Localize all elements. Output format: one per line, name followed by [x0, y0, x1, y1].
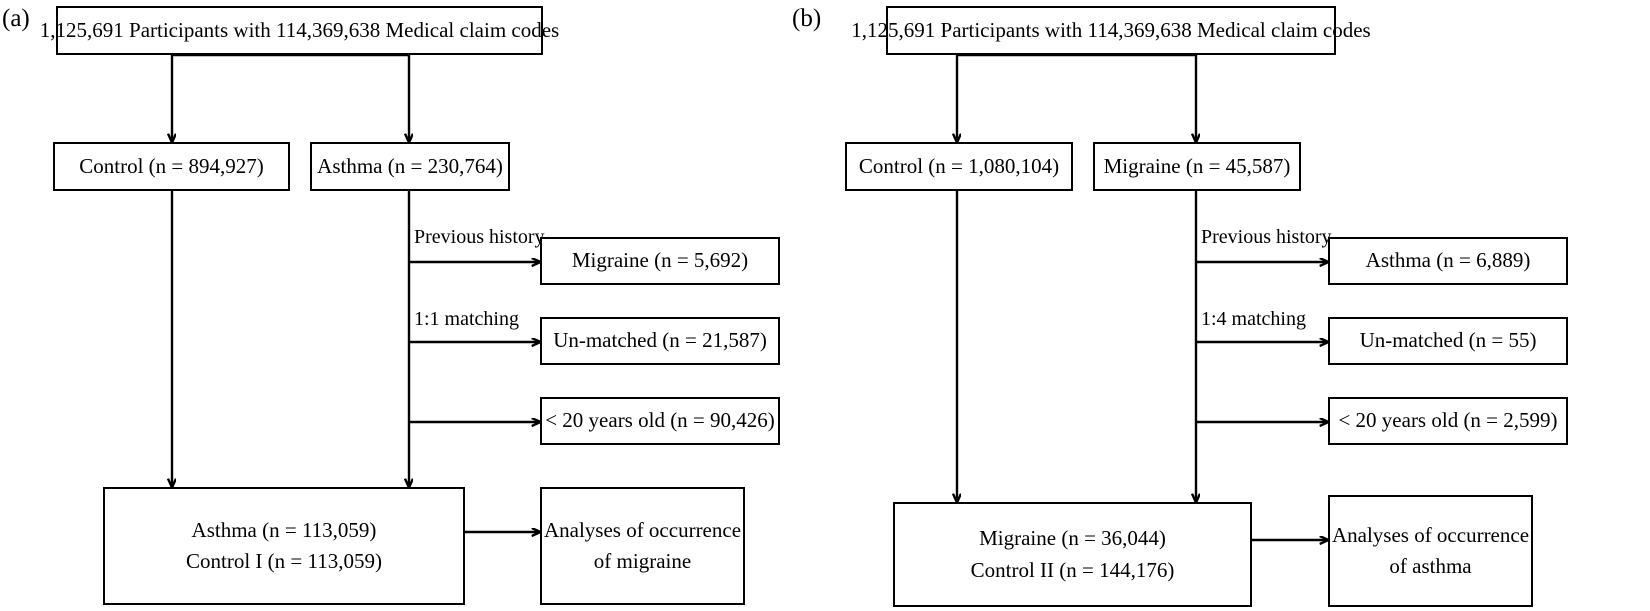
panel-b-edge-label-matching: 1:4 matching — [1201, 308, 1306, 330]
panel-a-analysis-box: Analyses of occurrence of migraine — [540, 487, 745, 605]
panel-b-analysis-line-2: of asthma — [1389, 554, 1472, 578]
panel-a-exclusion-box-3: < 20 years old (n = 90,426) — [540, 397, 780, 445]
panel-a-exclusion-box-1: Migraine (n = 5,692) — [540, 237, 780, 285]
panel-b-edge-label-previous-history: Previous history — [1201, 226, 1332, 248]
panel-b-exclusion-box-2: Un-matched (n = 55) — [1328, 317, 1568, 365]
panel-b-control-text: Control (n = 1,080,104) — [858, 153, 1060, 178]
panel-a-control-text: Control (n = 894,927) — [79, 153, 264, 178]
panel-a-exclusion-box-2: Un-matched (n = 21,587) — [540, 317, 780, 365]
panel-a-final-cohort-line-2: Control I (n = 113,059) — [186, 549, 382, 573]
panel-b-final-cohort-line-2: Control II (n = 144,176) — [970, 557, 1175, 582]
panel-b-analysis-box: Analyses of occurrence of asthma — [1328, 495, 1533, 607]
panel-a-exclusion-text-1: Migraine (n = 5,692) — [571, 248, 749, 273]
panel-b-analysis-line-1: Analyses of occurrence — [1331, 522, 1530, 547]
panel-b-exclusion-text-2: Un-matched (n = 55) — [1359, 328, 1537, 353]
panel-b-source-text: 1,125,691 Participants with 114,369,638 … — [851, 17, 1371, 42]
panel-a-final-cohort-box: Asthma (n = 113,059) Control I (n = 113,… — [103, 487, 465, 605]
panel-a-exclusion-text-2: Un-matched (n = 21,587) — [553, 328, 767, 353]
panel-b-exclusion-text-3: < 20 years old (n = 2,599) — [1338, 408, 1558, 433]
panel-b-final-cohort-line-1: Migraine (n = 36,044) — [979, 526, 1166, 550]
panel-b-exposed-box: Migraine (n = 45,587) — [1093, 142, 1301, 191]
panel-a-source-text: 1,125,691 Participants with 114,369,638 … — [39, 17, 560, 42]
panel-a-analysis-line-2: of migraine — [593, 549, 692, 573]
panel-a-source-box: 1,125,691 Participants with 114,369,638 … — [40, 6, 559, 55]
panel-b-exclusion-box-1: Asthma (n = 6,889) — [1328, 237, 1568, 285]
panel-a-exposed-text: Asthma (n = 230,764) — [317, 153, 503, 178]
panel-a-edge-label-matching: 1:1 matching — [414, 308, 519, 330]
panel-b-label: (b) — [792, 5, 822, 32]
panel-b-source-box: 1,125,691 Participants with 114,369,638 … — [851, 6, 1371, 55]
panel-a-exclusion-text-3: < 20 years old (n = 90,426) — [545, 408, 775, 433]
panel-b-final-cohort-box: Migraine (n = 36,044) Control II (n = 14… — [893, 502, 1252, 607]
panel-b-control-box: Control (n = 1,080,104) — [845, 142, 1073, 191]
panel-b-exposed-text: Migraine (n = 45,587) — [1103, 153, 1291, 178]
panel-a-analysis-line-1: Analyses of occurrence — [543, 517, 742, 542]
panel-b-exclusion-box-3: < 20 years old (n = 2,599) — [1328, 397, 1568, 445]
panel-b-exclusion-text-1: Asthma (n = 6,889) — [1365, 248, 1531, 273]
panel-a-label: (a) — [2, 5, 30, 32]
panel-a-final-cohort-line-1: Asthma (n = 113,059) — [191, 517, 377, 542]
panel-a-exposed-box: Asthma (n = 230,764) — [310, 142, 510, 191]
panel-a-edge-label-previous-history: Previous history — [414, 226, 545, 248]
panel-a-control-box: Control (n = 894,927) — [53, 142, 290, 191]
